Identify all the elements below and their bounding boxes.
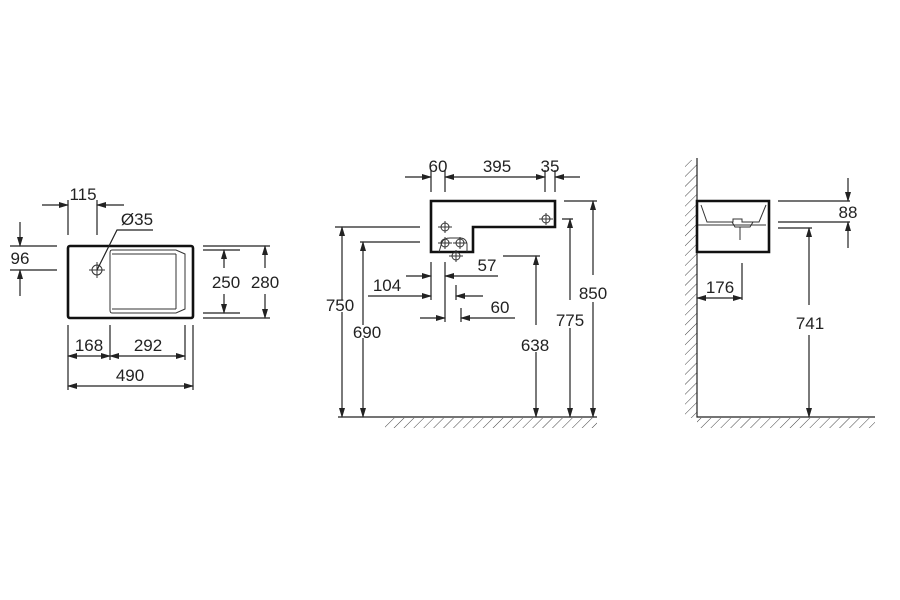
dim-168: 168 [75,336,103,355]
dim-60-top: 60 [429,157,448,176]
dim-60-low: 60 [491,298,510,317]
dim-35: 35 [541,157,560,176]
wall-hatch [685,160,697,418]
floor-hatch [385,418,597,428]
dim-775: 775 [556,311,584,330]
dim-88: 88 [839,203,858,222]
dim-96: 96 [11,249,30,268]
dim-741: 741 [796,314,824,333]
dim-115: 115 [69,185,96,204]
dim-176: 176 [706,278,734,297]
hole-markers-icon [438,213,553,262]
dim-395: 395 [483,157,511,176]
dim-280: 280 [251,273,279,292]
basin-outline-top [66,244,195,320]
dim-490: 490 [116,366,144,385]
dim-250: 250 [212,273,240,292]
bowl-outline [109,249,186,314]
dim-104: 104 [373,276,401,295]
basin-outline-side [695,199,771,254]
top-view: 115 Ø35 96 250 280 168 292 490 [10,185,279,390]
side-view: 88 741 176 [685,158,875,428]
dim-850: 850 [579,284,607,303]
front-view: 60 395 35 750 690 57 104 60 638 775 850 [326,157,607,428]
dim-690: 690 [353,323,381,342]
dim-diameter-35: Ø35 [121,210,153,229]
bowl-section [438,237,468,253]
dim-292: 292 [134,336,162,355]
floor-hatch-side [697,418,875,428]
dim-638: 638 [521,336,549,355]
dim-750: 750 [326,296,354,315]
dim-57: 57 [478,256,497,275]
